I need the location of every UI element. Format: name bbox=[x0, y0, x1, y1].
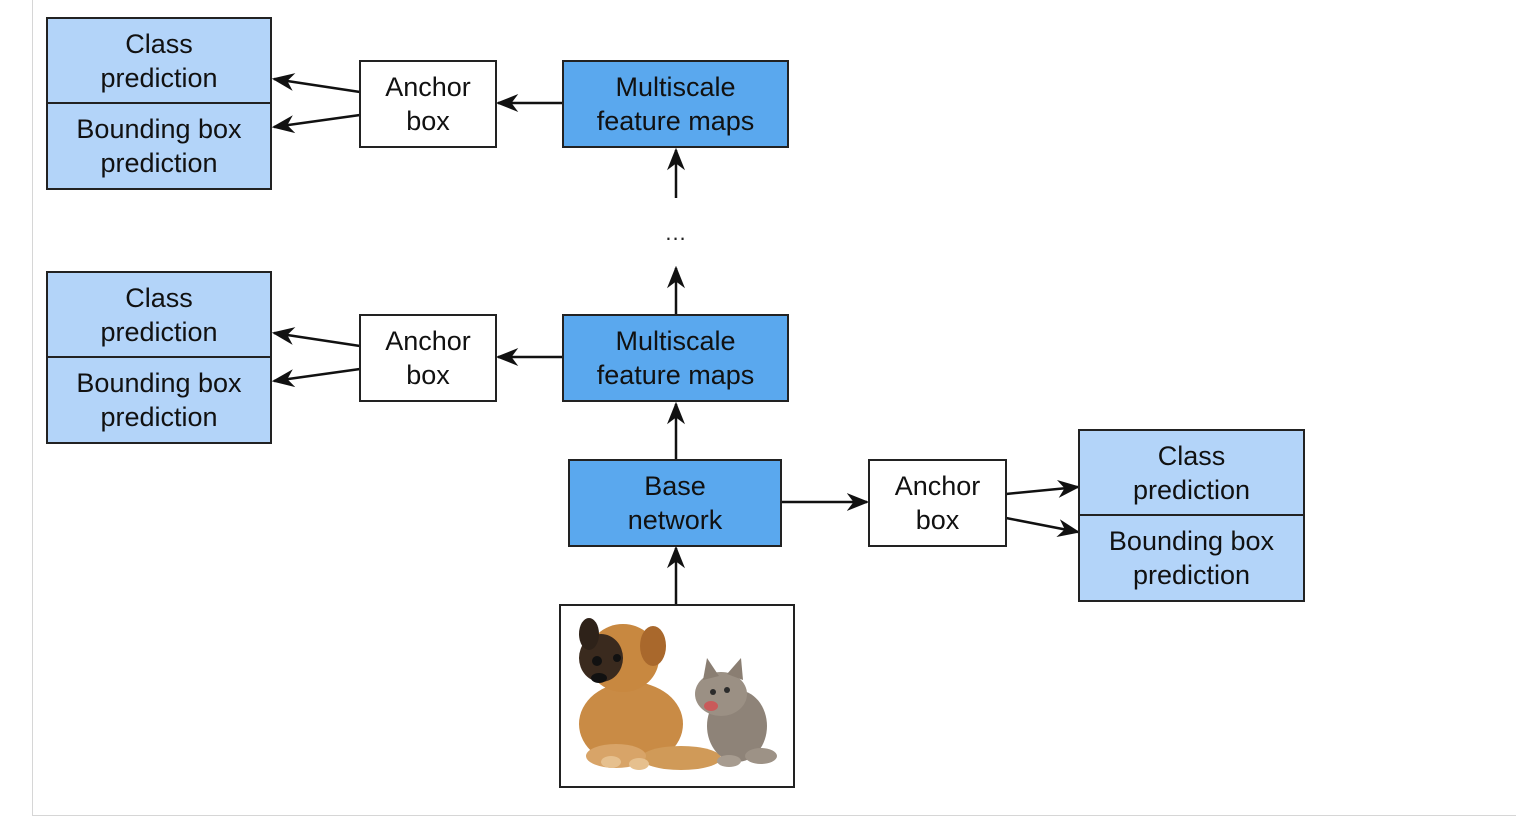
arrow-mid-anchor-to-class bbox=[271, 327, 361, 348]
mid-anchor-box: Anchor box bbox=[359, 314, 497, 402]
arrow-mid-anchor-to-bbox bbox=[271, 367, 361, 388]
top-bbox-prediction-box: Bounding box prediction bbox=[46, 102, 272, 190]
bottom-class-prediction-box: Class prediction bbox=[1078, 429, 1305, 517]
ellipsis: ... bbox=[665, 220, 687, 245]
top-anchor-box: Anchor box bbox=[359, 60, 497, 148]
top-class-prediction-box: Class prediction bbox=[46, 17, 272, 105]
kitten-illustration bbox=[695, 658, 777, 767]
arrow-bottom-anchor-to-class bbox=[1005, 480, 1081, 498]
mid-multiscale-feature-maps: Multiscale feature maps bbox=[562, 314, 789, 402]
arrow-bottom-anchor-to-bbox bbox=[1005, 516, 1081, 537]
input-image bbox=[559, 604, 795, 788]
mid-class-prediction-box: Class prediction bbox=[46, 271, 272, 359]
arrow-top-anchor-to-bbox bbox=[271, 113, 361, 134]
top-multiscale-feature-maps: Multiscale feature maps bbox=[562, 60, 789, 148]
bottom-bbox-prediction-box: Bounding box prediction bbox=[1078, 514, 1305, 602]
arrow-top-anchor-to-class bbox=[271, 73, 361, 94]
puppy-kitten-image bbox=[579, 618, 777, 770]
bottom-anchor-box: Anchor box bbox=[868, 459, 1007, 547]
frame-left-border bbox=[32, 0, 33, 816]
frame-bottom-border bbox=[32, 815, 1516, 816]
mid-bbox-prediction-box: Bounding box prediction bbox=[46, 356, 272, 444]
puppy-illustration bbox=[579, 618, 721, 770]
base-network-box: Base network bbox=[568, 459, 782, 547]
